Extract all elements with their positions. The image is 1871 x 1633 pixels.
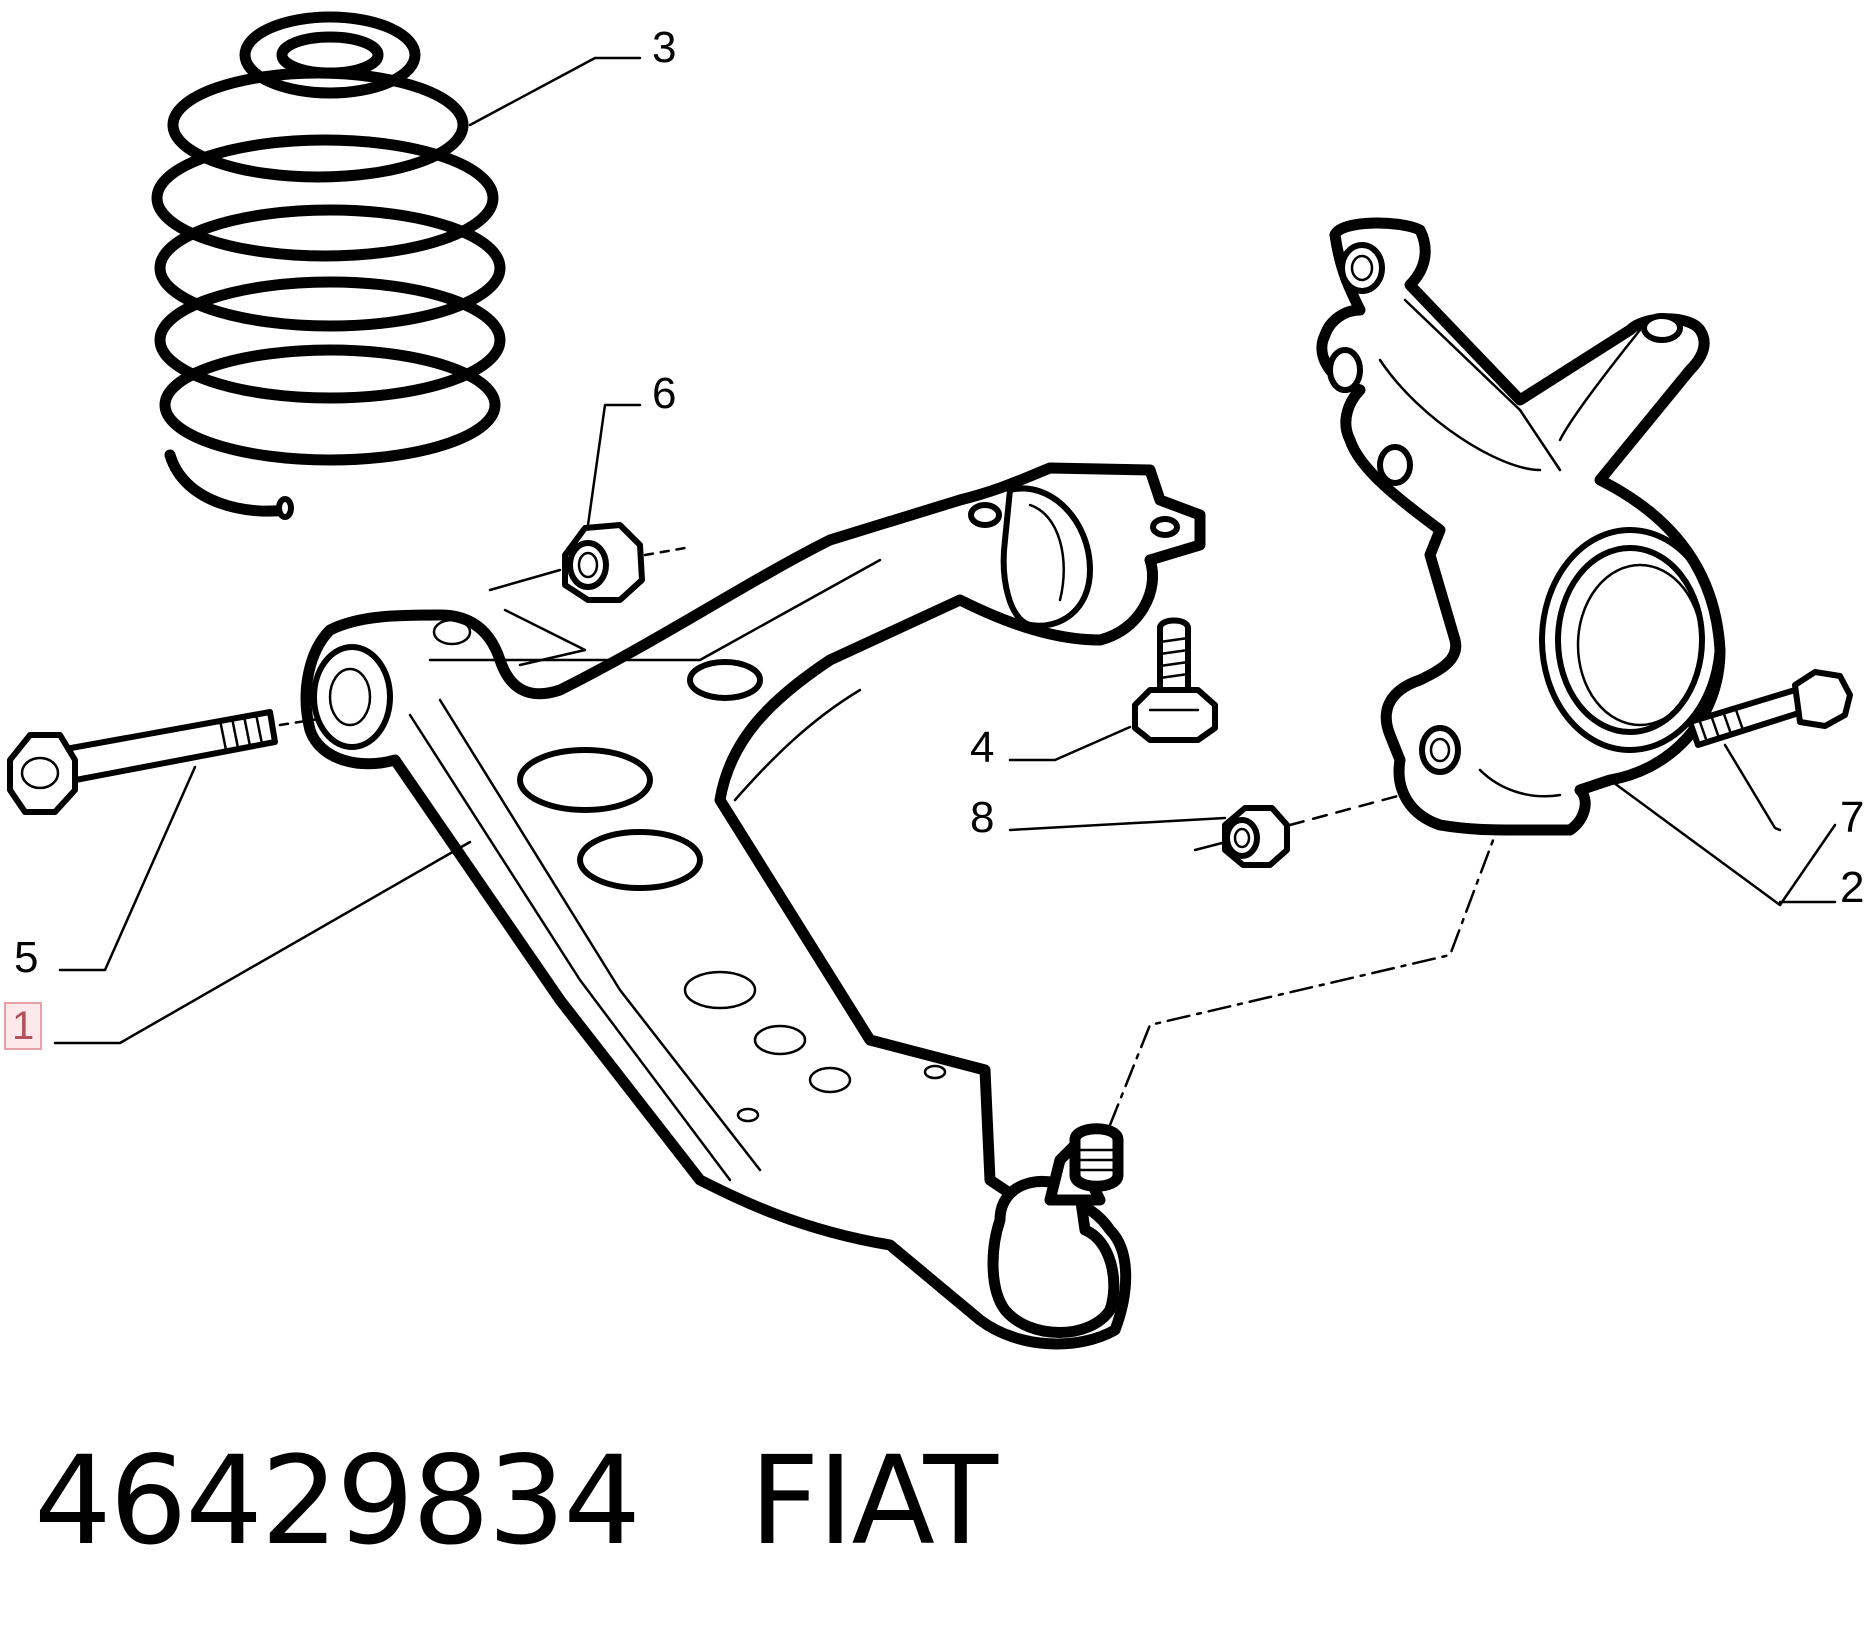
callout-5: 5 — [14, 933, 39, 982]
coil-spring — [151, 11, 506, 520]
bolt-7 — [1687, 669, 1853, 748]
leader-lines — [53, 56, 1837, 1045]
part-number: 46429834 — [34, 1430, 641, 1572]
lower-control-arm — [300, 462, 1206, 1350]
callout-6: 6 — [652, 369, 677, 418]
bolt-5 — [7, 709, 327, 815]
callout-3: 3 — [652, 23, 677, 72]
callout-2: 2 — [1840, 863, 1865, 912]
callout-1: 1 — [4, 1002, 43, 1050]
callout-4: 4 — [970, 723, 995, 772]
callout-7: 7 — [1840, 793, 1865, 842]
nut-6 — [488, 522, 687, 667]
bolt-4 — [1132, 617, 1218, 743]
callout-8: 8 — [970, 793, 995, 842]
nut-8 — [1193, 788, 1422, 868]
assembly-axis-lines — [1108, 833, 1497, 1127]
steering-knuckle — [1316, 217, 1726, 836]
brand-name: FIAT — [749, 1430, 998, 1572]
part-caption: 46429834 FIAT — [34, 1430, 998, 1572]
